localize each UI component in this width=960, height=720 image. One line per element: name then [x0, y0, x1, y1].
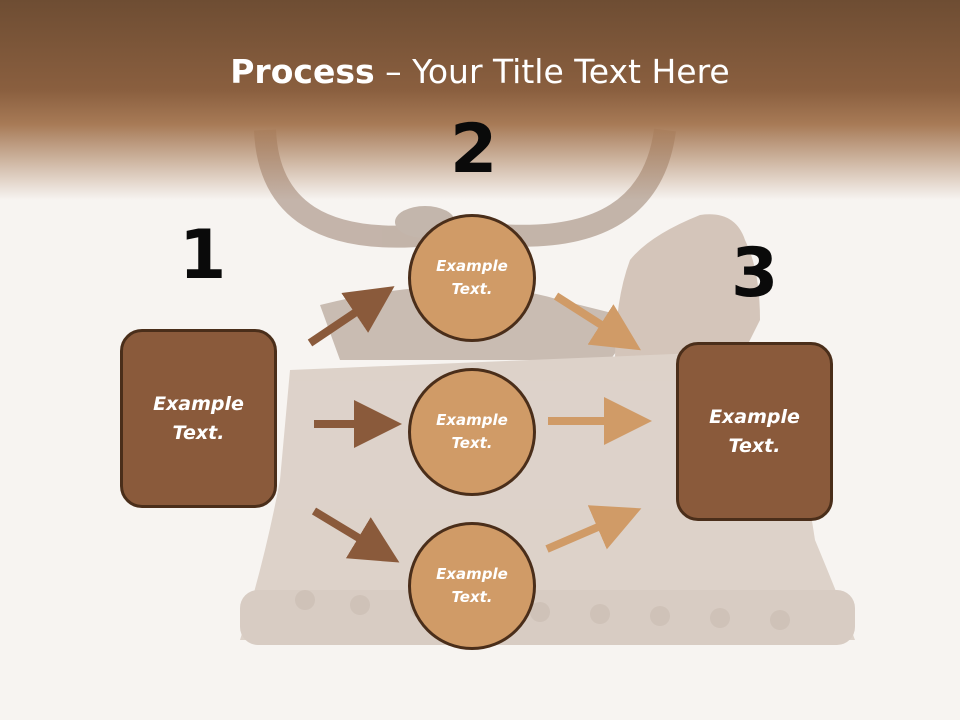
step-number-2: 2 [450, 110, 498, 189]
header-band [0, 0, 960, 200]
step-3-text: Example Text. [709, 405, 800, 457]
arrow-bottom-to-3 [545, 505, 642, 553]
slide-title: Process – Your Title Text Here [0, 52, 960, 91]
step-2-circle-top-text: Example Text. [436, 257, 508, 298]
title-rest: – Your Title Text Here [374, 52, 730, 91]
arrow-top-to-3 [553, 292, 641, 351]
step-2-circle-bottom-text: Example Text. [436, 565, 508, 606]
arrow-1-to-top [307, 286, 395, 347]
step-3-box: Example Text. [676, 342, 833, 521]
step-1-text: Example Text. [153, 392, 244, 444]
step-2-circle-middle-text: Example Text. [436, 411, 508, 452]
step-1-box: Example Text. [120, 329, 277, 508]
title-bold: Process [230, 52, 375, 91]
step-number-1: 1 [179, 216, 227, 295]
arrow-1-to-bottom [311, 507, 400, 563]
step-2-circle-top: Example Text. [408, 214, 536, 342]
step-2-circle-middle: Example Text. [408, 368, 536, 496]
step-number-3: 3 [731, 234, 779, 313]
step-2-circle-bottom: Example Text. [408, 522, 536, 650]
